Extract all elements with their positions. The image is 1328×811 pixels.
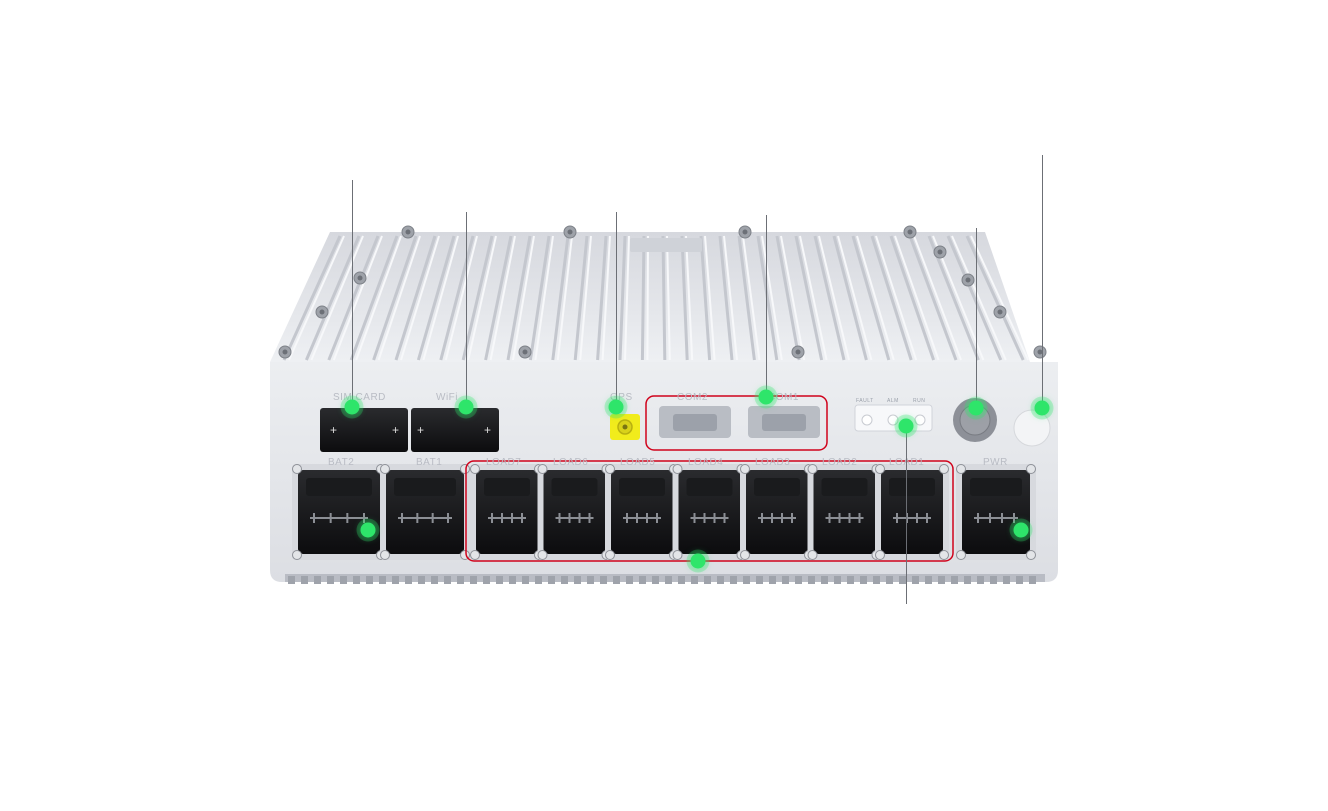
load-ports-hotspot[interactable] [690,553,706,569]
com2-label: COM2 [677,392,708,403]
load5-label: LOAD5 [620,457,656,468]
com-ports-highlight [645,395,828,451]
vent-hotspot[interactable] [968,400,984,416]
sim-card-leader-line [352,180,353,407]
sim-card-hotspot[interactable] [344,399,360,415]
load6-label: LOAD6 [553,457,589,468]
com-leader-line [766,215,767,397]
gps-hotspot[interactable] [608,399,624,415]
svg-text:+: + [392,423,399,437]
sim-card-port [320,408,408,452]
chassis-screws [278,225,1047,359]
com1-label: COM1 [768,392,799,403]
bat1-label: BAT1 [416,457,443,468]
wifi-hotspot[interactable] [458,399,474,415]
load2-label: LOAD2 [822,457,858,468]
bat2-label: BAT2 [328,457,355,468]
pwr-label: PWR [983,457,1008,468]
load-ports-highlight [465,460,954,562]
ground-terminal [1013,409,1051,447]
load3-label: LOAD3 [755,457,791,468]
load4-label: LOAD4 [688,457,724,468]
wifi-leader-line [466,212,467,407]
power-connectors [292,464,1036,560]
sim-card-label: SIM CARD [333,392,386,403]
wifi-label: WiFi [436,392,458,403]
gps-leader-line [616,212,617,407]
heatsink-fins [282,235,1030,361]
alm-led-label: ALM [887,398,899,404]
led-leader-line [906,426,907,604]
wifi-port [411,408,499,452]
vent-leader-line [976,228,977,408]
svg-text:+: + [484,423,491,437]
bottom-fins [288,576,1036,584]
load7-label: LOAD7 [486,457,522,468]
svg-text:+: + [417,423,424,437]
svg-text:+: + [330,423,337,437]
ground-leader-line [1042,155,1043,407]
ground-hotspot[interactable] [1034,400,1050,416]
battery-hotspot[interactable] [360,522,376,538]
status-led-hotspot[interactable] [898,418,914,434]
gps-label: GPS [610,392,633,403]
power-input-hotspot[interactable] [1013,522,1029,538]
fault-led-label: FAULT [856,398,874,404]
run-led-label: RUN [913,398,926,404]
top-logo-plate [630,238,702,252]
com-ports-hotspot[interactable] [758,389,774,405]
